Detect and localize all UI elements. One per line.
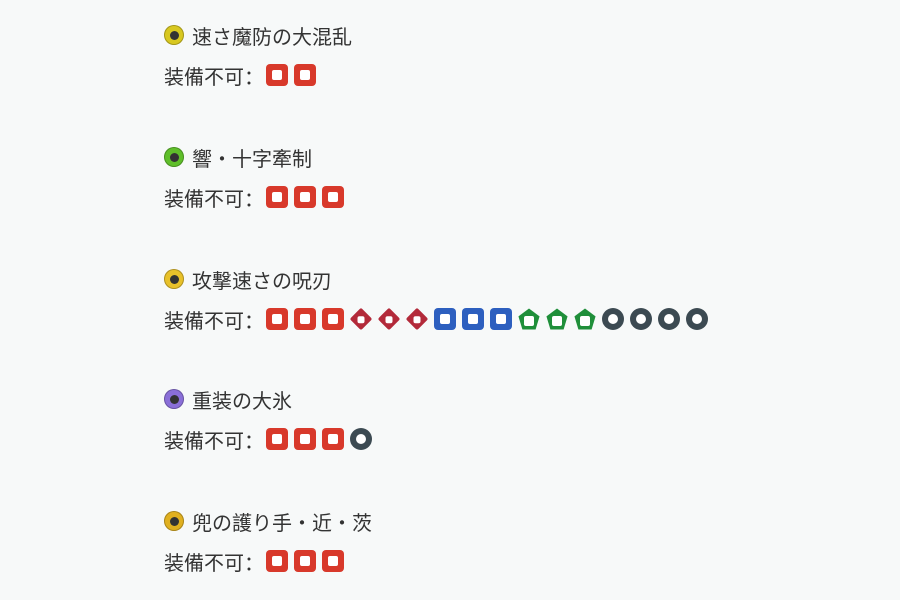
red-tome-icon [294, 186, 316, 208]
colorless-dagger-red-icon [377, 307, 401, 331]
skill-name[interactable]: 重装の大氷 [192, 388, 292, 413]
colorless-dagger-icon [630, 308, 652, 330]
skill-name[interactable]: 攻撃速さの呪刃 [192, 268, 332, 293]
restricted-weapon-icons [266, 307, 714, 331]
restricted-weapon-icons [266, 428, 378, 450]
green-axe-icon [518, 308, 540, 330]
restricted-weapon-icons [266, 64, 322, 86]
skill-title-row: 攻撃速さの呪刃 [164, 264, 714, 294]
green-beast-icon [574, 308, 596, 330]
skill-entry: 響・十字牽制 装備不可： [164, 142, 350, 212]
red-tome-icon [266, 64, 288, 86]
skill-name[interactable]: 兜の護り手・近・茨 [192, 510, 372, 535]
green-tome-icon [546, 308, 568, 330]
red-dragon-icon [322, 550, 344, 572]
colorless-staff-icon [602, 308, 624, 330]
restriction-label: 装備不可： [164, 550, 264, 575]
skill-echo-cross-restraint-icon [164, 147, 184, 167]
restriction-label: 装備不可： [164, 428, 264, 453]
red-beast-icon [294, 550, 316, 572]
restriction-row: 装備不可： [164, 60, 352, 90]
skill-entry: 重装の大氷 装備不可： [164, 384, 378, 454]
red-sword-icon [266, 186, 288, 208]
skill-name[interactable]: 速さ魔防の大混乱 [192, 24, 352, 49]
skill-title-row: 兜の護り手・近・茨 [164, 506, 372, 536]
skill-atk-spd-curse-blade-icon [164, 269, 184, 289]
skill-armor-glacies-icon [164, 389, 184, 409]
red-sword-icon [266, 428, 288, 450]
skill-title-row: 響・十字牽制 [164, 142, 350, 172]
red-beast-icon [294, 64, 316, 86]
restriction-label: 装備不可： [164, 186, 264, 211]
skill-entry: 速さ魔防の大混乱 装備不可： [164, 20, 352, 90]
skill-speed-res-disruption-icon [164, 25, 184, 45]
skill-entry: 攻撃速さの呪刃 装備不可： [164, 264, 714, 334]
red-dragon-icon [322, 308, 344, 330]
colorless-tome-icon [658, 308, 680, 330]
red-beast-icon [294, 308, 316, 330]
restriction-row: 装備不可： [164, 304, 714, 334]
skill-title-row: 重装の大氷 [164, 384, 378, 414]
red-beast-icon [294, 428, 316, 450]
colorless-beast-red-icon [405, 307, 429, 331]
skill-title-row: 速さ魔防の大混乱 [164, 20, 352, 50]
colorless-bow-red-icon [349, 307, 373, 331]
blue-lance-icon [434, 308, 456, 330]
skill-entry: 兜の護り手・近・茨 装備不可： [164, 506, 372, 576]
red-dragon-icon [322, 428, 344, 450]
red-beast-icon [322, 186, 344, 208]
blue-beast-icon [490, 308, 512, 330]
blue-tome-icon [462, 308, 484, 330]
colorless-staff-icon [350, 428, 372, 450]
red-sword-icon [266, 550, 288, 572]
restricted-weapon-icons [266, 550, 350, 572]
restriction-label: 装備不可： [164, 308, 264, 333]
restriction-row: 装備不可： [164, 546, 372, 576]
skill-name[interactable]: 響・十字牽制 [192, 146, 312, 171]
restriction-row: 装備不可： [164, 182, 350, 212]
restriction-label: 装備不可： [164, 64, 264, 89]
restriction-row: 装備不可： [164, 424, 378, 454]
colorless-beast-icon [686, 308, 708, 330]
skill-helm-guard-close-thorns-icon [164, 511, 184, 531]
restricted-weapon-icons [266, 186, 350, 208]
red-tome-icon [266, 308, 288, 330]
